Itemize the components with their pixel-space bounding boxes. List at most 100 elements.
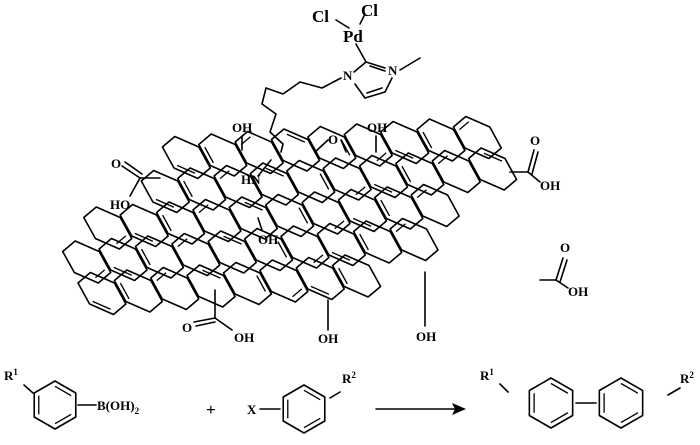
graphene-oxide-sheet: O OH OH OH OH OH O HO O OH O OH: [61, 115, 588, 346]
carboxyl-hydroxyl-label: OH: [568, 284, 588, 299]
benzene-ring: [598, 377, 644, 429]
hydroxyl-bond: [257, 217, 263, 231]
graphene-ring: [358, 154, 409, 199]
halide-x-label: X: [247, 402, 257, 417]
double-bond: [162, 214, 172, 232]
graphene-ring: [155, 201, 206, 245]
graphene-ring: [373, 186, 424, 230]
epoxide-oxygen-label: O: [328, 132, 338, 147]
graphene-ring: [249, 162, 300, 206]
carboxyl-oxygen-label: O: [530, 133, 540, 148]
chloride-left-label: Cl: [312, 7, 329, 26]
double-bond: [483, 152, 503, 162]
product-r1-label: R1: [480, 367, 494, 383]
pd-nhc-complex: Cl Cl Pd N N HN: [241, 1, 421, 187]
carboxyl-bond: [214, 317, 233, 331]
product-r2-label: R2: [680, 370, 694, 386]
carboxyl-oxygen-label: O: [182, 320, 192, 335]
carboxyl-bond: [527, 171, 541, 183]
double-bond: [204, 146, 215, 164]
graphene-ring: [379, 120, 430, 165]
double-bond: [183, 180, 193, 198]
suzuki-reaction: R1 B(OH)2 + X R2 R1 R2: [4, 367, 694, 434]
double-bond: [119, 282, 130, 300]
graphene-ring: [243, 227, 294, 272]
double-bond: [177, 238, 188, 248]
imidazole-bond: [366, 87, 383, 94]
graphene-ring: [395, 152, 445, 196]
graphene-ring: [83, 206, 133, 250]
benzene-ring: [528, 377, 574, 429]
double-bond: [303, 389, 321, 401]
graphene-ring: [301, 191, 351, 235]
double-bond: [401, 165, 412, 183]
double-bond: [223, 235, 242, 245]
graphene-ring: [98, 237, 148, 282]
product-r2-bond: [667, 387, 681, 396]
double-bond: [286, 133, 306, 143]
double-bond: [156, 272, 167, 282]
graphene-ring: [259, 259, 309, 303]
r2-label: R2: [342, 370, 356, 386]
imidazole-bond: [354, 83, 366, 99]
graphene-ring: [213, 164, 263, 209]
imidazole-n1-label: N: [343, 68, 353, 83]
carboxyl-bond: [555, 279, 569, 289]
carboxyl-bond: [124, 161, 143, 175]
pd-cl-bond-left: [335, 19, 350, 29]
double-bond: [620, 412, 639, 424]
double-bond: [256, 275, 267, 292]
carboxyl-bond: [193, 317, 216, 323]
graphene-ring: [452, 115, 503, 160]
hydroxyl-label: OH: [416, 329, 436, 344]
double-bond: [416, 189, 427, 199]
graphene-ring: [234, 130, 284, 175]
carboxyl-hydroxyl-label: OH: [234, 330, 254, 345]
double-bond: [176, 164, 196, 174]
carboxyl-hydroxyl-label: HO: [110, 197, 130, 212]
double-bond: [352, 217, 372, 227]
pd-carbene-bond: [355, 43, 367, 63]
double-bond: [620, 382, 639, 394]
double-bond: [373, 183, 393, 193]
imidazole-n3-label: N: [388, 63, 398, 78]
carboxyl-oxygen-label: O: [560, 240, 570, 255]
r2-bond: [329, 391, 341, 399]
benzene-ring: [33, 380, 77, 430]
arrowhead: [452, 403, 466, 415]
double-bond: [198, 204, 209, 214]
graphene-ring: [192, 198, 242, 243]
double-bond: [319, 173, 330, 190]
double-bond: [458, 121, 470, 131]
graphene-ring: [264, 193, 315, 238]
graphene-ring: [161, 135, 212, 180]
graphene-ring: [295, 256, 346, 301]
graphene-ring: [416, 118, 466, 162]
r1-bond: [23, 384, 34, 394]
double-bond: [303, 417, 321, 429]
graphene-ring: [467, 147, 518, 191]
double-bond: [277, 241, 288, 258]
epoxide-bond: [314, 139, 329, 153]
double-bond: [240, 136, 251, 146]
double-bond: [395, 149, 414, 159]
double-bond: [113, 266, 133, 276]
boronic-acid-label: B(OH)2: [97, 398, 140, 416]
double-bond: [265, 167, 284, 177]
double-bond: [550, 412, 569, 424]
double-bond: [116, 235, 127, 245]
carboxyl-bond: [121, 165, 141, 179]
carboxyl-bond: [129, 177, 141, 197]
graphene-ring: [270, 128, 321, 172]
double-bond: [338, 267, 348, 285]
graphene-ring: [207, 230, 258, 274]
graphene-ring: [410, 183, 460, 228]
double-bond: [219, 170, 230, 180]
hydroxyl-label: OH: [318, 331, 338, 346]
double-bond: [376, 152, 387, 162]
pd-cl-bond-right: [359, 13, 366, 25]
n-methyl-bond: [399, 57, 421, 71]
double-bond: [340, 139, 351, 156]
